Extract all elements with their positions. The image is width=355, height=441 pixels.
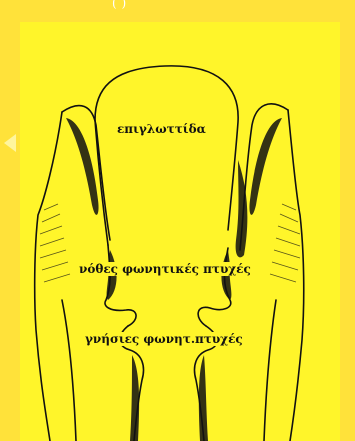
hatch-right bbox=[270, 204, 300, 282]
trachea-left bbox=[62, 300, 76, 441]
label-false-vocal-folds: νόθες φωνητικές πτυχές bbox=[78, 262, 252, 276]
lower-left-shading bbox=[130, 355, 139, 441]
right-dark-fold bbox=[236, 160, 248, 257]
outer-wall-right bbox=[288, 110, 304, 441]
right-shading bbox=[249, 118, 282, 215]
epiglottis-outline bbox=[95, 66, 238, 230]
label-true-vocal-folds: γνήσιες φωνητ.πτυχές bbox=[84, 332, 244, 346]
label-epiglottis: επιγλωττίδα bbox=[116, 122, 207, 136]
hatch-left bbox=[40, 204, 70, 282]
right-fold-outline bbox=[240, 104, 288, 250]
lower-right-shading bbox=[199, 355, 208, 441]
trachea-right bbox=[264, 300, 276, 441]
left-shading bbox=[66, 118, 99, 215]
outer-wall-left bbox=[35, 112, 62, 441]
